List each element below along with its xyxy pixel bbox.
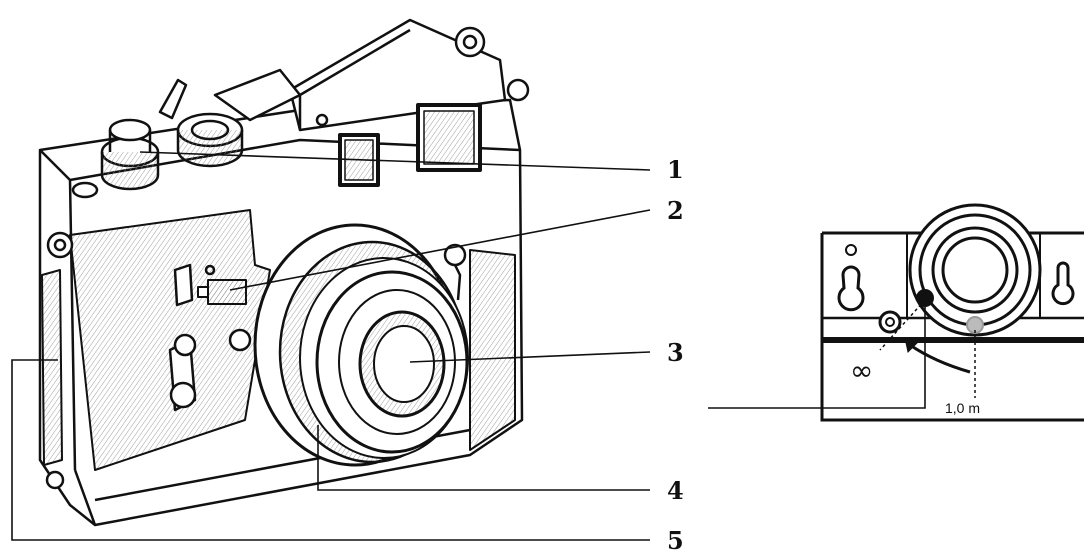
callout-2: 2 xyxy=(667,196,684,225)
callout-4: 4 xyxy=(667,476,684,505)
lens-illustration xyxy=(253,223,469,467)
lens-detail-inset xyxy=(820,203,1084,422)
callout-3: 3 xyxy=(667,338,684,367)
callout-5: 5 xyxy=(667,526,684,554)
infinity-mark: ∞ xyxy=(850,354,873,387)
callout-1: 1 xyxy=(667,155,684,184)
callout-leaders xyxy=(11,151,926,541)
distance-label: 1,0 m xyxy=(945,400,980,416)
